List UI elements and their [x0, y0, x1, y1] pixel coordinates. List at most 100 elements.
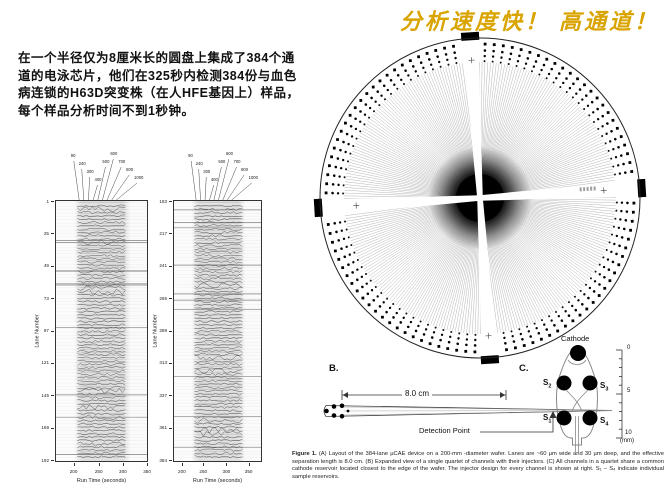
lane-tick-label: 384: [159, 457, 167, 463]
lane-tick: [51, 460, 54, 461]
fragment-size-label: 240: [78, 161, 86, 166]
intro-paragraph: 在一个半径仅为8厘米长的圆盘上集成了384个通 道的电泳芯片，他们在325秒内检…: [18, 50, 340, 120]
s4-sub: 4: [605, 421, 609, 428]
lane-tick: [169, 201, 172, 202]
fragment-size-label: 500: [218, 159, 226, 164]
lane-tick: [51, 330, 54, 332]
lane-tick: [51, 362, 54, 364]
lane-tick-label: 193: [159, 198, 167, 204]
figure-caption: Figure 1. (A) Layout of the 384-lane µCA…: [292, 451, 664, 482]
slogan-headline: 分析速度快！ 高通道！: [399, 9, 659, 34]
cathode-label: Cathode: [561, 334, 590, 343]
s2-base: S: [543, 378, 549, 387]
alignment-mark-top: [460, 31, 480, 41]
fragment-size-label: 400: [210, 177, 218, 182]
time-tick: [122, 463, 124, 466]
lane-tick: [169, 298, 172, 300]
s4-label: S4: [600, 416, 608, 428]
alignment-mark-left: [313, 198, 323, 218]
panel-b-label: B.: [329, 363, 339, 374]
lane-tick-label: 25: [43, 230, 49, 236]
injector-reservoir-dots: [324, 403, 350, 419]
lane-tick-label: 121: [41, 360, 49, 366]
time-tick-label: 300: [222, 469, 231, 474]
lane-tick-label: 337: [159, 392, 167, 398]
sample-reservoir-s2: [556, 375, 572, 391]
scale-unit-label: (mm): [620, 438, 634, 444]
time-tick: [226, 463, 228, 466]
intro-line: 病连锁的H63D突变株（在人HFE基因上）样品，: [18, 86, 300, 100]
scale-tick-5: 5: [627, 388, 631, 394]
time-tick-label: 200: [178, 469, 186, 474]
lane-tick-label: 192: [41, 457, 49, 463]
lane-tick: [51, 233, 54, 235]
intro-line: 每个样品分析时间不到1秒钟。: [18, 103, 195, 118]
size-ladder-leaders: [190, 158, 252, 200]
fragment-size-label: 300: [86, 169, 94, 174]
wafer-layout-diagram: [313, 31, 647, 365]
time-tick-label: 250: [199, 469, 208, 474]
fragment-size-label: 300: [203, 169, 211, 174]
mm-scale-bar: [616, 349, 623, 439]
dimension-arrow-left: [342, 392, 348, 398]
lane-tick-label: 289: [159, 328, 167, 333]
sample-reservoir-s1: [556, 410, 572, 426]
channel-wedge: [323, 405, 613, 417]
injector-cross-channels: [565, 389, 589, 412]
fragment-size-label: 1000: [134, 175, 144, 180]
fragment-size-label: 400: [94, 177, 102, 182]
fragment-size-label: 240: [195, 161, 203, 166]
fragment-size-label: 90: [70, 153, 76, 158]
s1-sub: 1: [548, 418, 552, 425]
s4-base: S: [600, 416, 606, 425]
s1-base: S: [543, 413, 549, 422]
wafer-edge-circle: [319, 37, 641, 359]
lane-tick-label: 97: [43, 328, 49, 333]
lane-tick-label: 49: [43, 263, 49, 269]
channel-outline: [556, 346, 598, 446]
detection-pointer-line: [480, 418, 554, 433]
dimension-arrow-right: [500, 392, 506, 398]
panel-c-label: C.: [519, 363, 529, 374]
lane-tick-label: 265: [159, 295, 167, 301]
time-tick: [181, 463, 183, 466]
fragment-size-label: 800: [241, 167, 249, 172]
sample-reservoir-s3: [582, 375, 598, 391]
s2-label: S2: [543, 378, 551, 390]
scale-tick-10: 10: [625, 430, 632, 436]
cross-arms-and-alignment-marks: [313, 31, 647, 365]
fragment-size-label: 90: [188, 153, 193, 158]
fragment-size-label: 800: [126, 167, 134, 172]
s3-label: S3: [600, 381, 608, 393]
lane-tick: [51, 395, 54, 397]
caption-body: (A) Layout of the 384-lane µCAE device o…: [292, 451, 664, 480]
lane-tick-label: 217: [159, 230, 167, 236]
lane-tick: [169, 460, 172, 461]
lane-tick: [169, 330, 172, 332]
sample-reservoir-s4: [582, 410, 598, 426]
detection-point-label: Detection Point: [419, 426, 470, 435]
lane-tick-label: 361: [159, 425, 167, 431]
fragment-size-label: 600: [110, 151, 118, 156]
dimension-text: 8.0 cm: [402, 389, 433, 398]
wafer-mark: [579, 186, 596, 192]
s2-sub: 2: [548, 383, 552, 390]
lane-tick-label: 145: [41, 392, 49, 398]
lane-tick: [169, 427, 172, 429]
s3-sub: 3: [605, 386, 609, 393]
gel-traces: [56, 204, 147, 458]
alignment-mark-right: [637, 178, 647, 198]
gel-image: [55, 200, 148, 462]
cathode-channel-loop: [567, 359, 587, 365]
time-tick: [248, 463, 250, 466]
lane-tick: [51, 298, 54, 300]
gel-image: [173, 200, 262, 462]
lane-tick: [51, 265, 54, 267]
fragment-size-label: 700: [118, 159, 126, 164]
fragment-size-label: 600: [225, 151, 233, 156]
time-tick: [203, 463, 205, 466]
detection-pointer-arrow: [549, 411, 557, 418]
lane-tick-label: 169: [41, 425, 49, 431]
